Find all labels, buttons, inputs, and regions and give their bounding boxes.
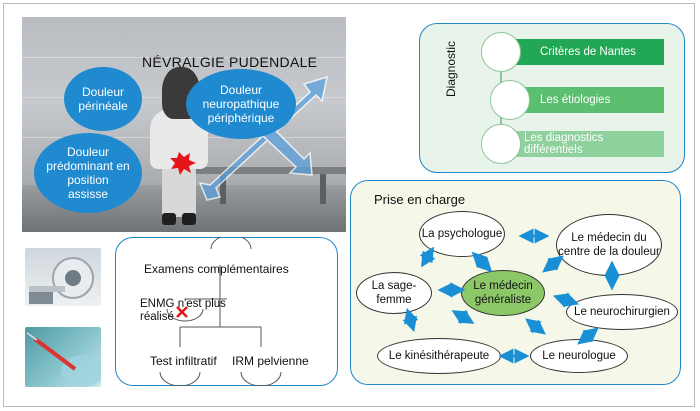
diagnostic-circle-2 (490, 80, 530, 120)
photo-title: NÉVRALGIE PUDENDALE (142, 54, 318, 70)
node-sage-femme: La sage-femme (356, 272, 432, 314)
diagnostic-label: Diagnostic (444, 40, 458, 97)
arrow-psy-center (471, 251, 493, 273)
arrow-sage-psy (419, 246, 436, 268)
examens-tree-lines (159, 237, 282, 386)
arrow-center-neurochir (552, 292, 580, 308)
person-legs (162, 167, 196, 217)
connection-arrows (402, 228, 620, 364)
diagnostic-circle-3 (481, 124, 521, 164)
arrow-center-douleur (542, 255, 564, 273)
node-psychologue: La psychologue (419, 211, 505, 257)
injection-image (25, 327, 101, 387)
prise-en-charge-title: Prise en charge (374, 192, 466, 207)
node-kinesitherapeute: Le kinésithérapeute (377, 338, 501, 374)
bubble-douleur-position-assise: Douleur prédominant en position assisse (34, 133, 142, 213)
exam-test-infiltratif: Test infiltratif (150, 354, 217, 368)
arrow-sage-kine (402, 307, 419, 333)
figure-frame (3, 3, 695, 407)
examens-panel (115, 237, 338, 386)
node-neurochirurgien: Le neurochirurgien (566, 294, 678, 330)
mri-scanner-image (25, 248, 101, 306)
arrow-center-kine (451, 309, 475, 325)
diagnostic-circle-1 (481, 32, 521, 72)
node-medecin-douleur: Le médecin du centre de la douleur (556, 214, 662, 276)
diagnostic-item-criteres-nantes: Critères de Nantes (506, 39, 664, 65)
arrow-center-neuro (525, 318, 546, 335)
exam-enmg: ENMG n'est plus réalisé (140, 298, 226, 323)
bubble-douleur-perineale: Douleur périnéale (64, 67, 142, 131)
bubble-douleur-neuropathique: Douleur neuropathique périphérique (186, 69, 296, 139)
exam-irm-pelvienne: IRM pelvienne (232, 354, 309, 368)
bench (172, 167, 346, 174)
pudendal-photo-panel: NÉVRALGIE PUDENDALE Douleur périnéale Do… (22, 17, 346, 232)
node-medecin-generaliste: Le médecin généraliste (461, 270, 545, 316)
diagnostic-item-etiologies: Les étiologies (506, 87, 664, 113)
diagnostic-item-diagnostics-differentiels: Les diagnostics différentiels (506, 131, 664, 157)
pain-burst-icon (170, 152, 196, 175)
examens-title: Examens complémentaires (144, 262, 289, 276)
arrow-neurochir-neuro (577, 327, 599, 345)
